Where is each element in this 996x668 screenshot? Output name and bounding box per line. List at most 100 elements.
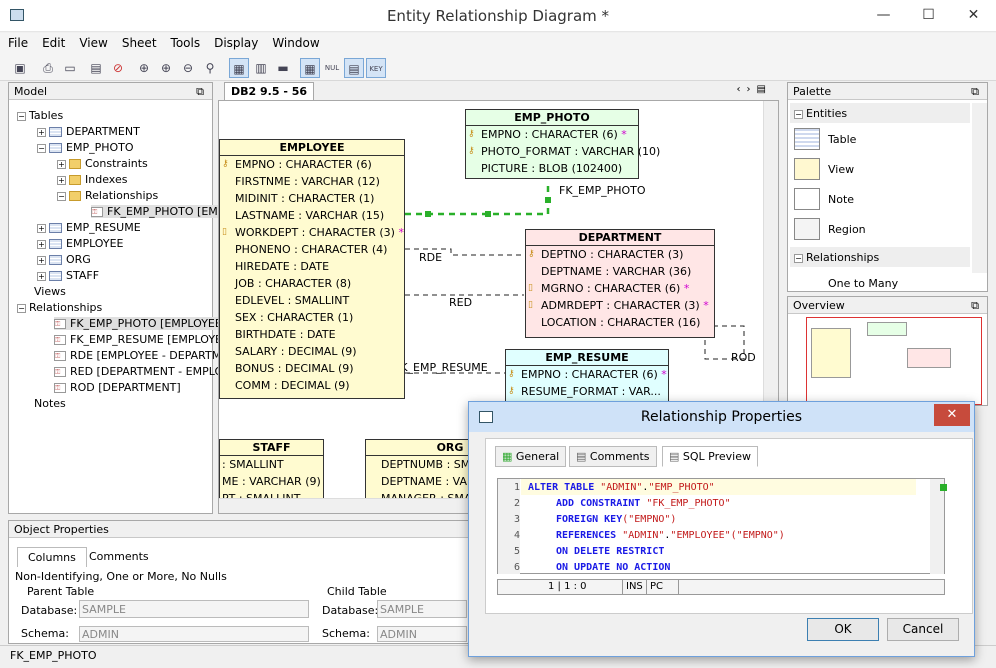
menu-display[interactable]: Display [214, 36, 259, 50]
tree-views[interactable]: Views [34, 285, 66, 298]
child-database-label: Database: [322, 604, 379, 617]
palette-title: Palette [793, 85, 832, 98]
palette-item-one-to-many[interactable]: One to Many [828, 277, 899, 290]
dialog-title-bar: Relationship Properties ✕ [469, 402, 974, 432]
parent-database-field[interactable]: SAMPLE [79, 600, 309, 618]
dialog-icon [479, 411, 493, 423]
properties-icon[interactable]: ▤ [90, 61, 102, 75]
palette-scrollbar[interactable] [972, 103, 987, 273]
object-properties-header: Object Properties [9, 521, 469, 538]
tree-rel-fk-emp-photo[interactable]: ⚿FK_EMP_PHOTO [EMPLOYEE [54, 317, 222, 330]
entity-emp-resume-name: EMP_RESUME [506, 350, 668, 366]
palette-item-region[interactable]: Region [828, 223, 866, 236]
tree-table-emp-photo[interactable]: −EMP_PHOTO [37, 141, 134, 154]
zoom-fit-icon[interactable]: ⊕ [138, 61, 150, 75]
entity-emp-photo-name: EMP_PHOTO [466, 110, 638, 126]
overview-viewport[interactable] [806, 317, 982, 405]
entity-column: HIREDATE : DATE [235, 260, 330, 273]
print-icon[interactable]: ⎙ [43, 61, 53, 75]
entity-department[interactable]: DEPARTMENT ⚷DEPTNO : CHARACTER (3) DEPTN… [525, 229, 715, 338]
tree-table-employee[interactable]: +EMPLOYEE [37, 237, 124, 250]
ok-button[interactable]: OK [807, 618, 879, 641]
child-schema-field[interactable]: ADMIN [377, 626, 467, 642]
diagram-canvas[interactable]: FK_EMP_PHOTO RDE RED FK_EMP_RESUME ROD E… [218, 100, 779, 514]
palette-entities-group[interactable]: −Entities [790, 103, 970, 123]
maximize-panel-icon[interactable]: ⧉ [971, 299, 979, 312]
cancel-button[interactable]: Cancel [887, 618, 959, 641]
view-icon [794, 158, 820, 180]
show-columns-icon[interactable]: ▦ [229, 58, 249, 78]
parent-schema-field[interactable]: ADMIN [79, 626, 309, 642]
show-header-icon[interactable]: ▬ [277, 61, 289, 75]
menu-sheet[interactable]: Sheet [121, 36, 157, 50]
menu-file[interactable]: File [8, 36, 29, 50]
tree-relationships-folder[interactable]: −Relationships [57, 189, 159, 202]
dialog-tab-sql-preview[interactable]: ▤ SQL Preview [662, 446, 758, 467]
show-nulls-icon[interactable]: NUL [324, 64, 340, 72]
entity-employee[interactable]: EMPLOYEE ⚷EMPNO : CHARACTER (6) FIRSTNME… [219, 139, 405, 399]
entity-emp-resume[interactable]: EMP_RESUME ⚷EMPNO : CHARACTER (6) * ⚷RES… [505, 349, 669, 409]
tree-table-emp-resume[interactable]: +EMP_RESUME [37, 221, 141, 234]
minimize-button[interactable]: — [876, 7, 891, 23]
tree-tables[interactable]: −Tables [17, 109, 64, 122]
maximize-button[interactable]: ☐ [922, 7, 935, 23]
palette-relationships-group[interactable]: −Relationships [790, 247, 970, 267]
palette-item-view[interactable]: View [828, 163, 855, 176]
tree-rel-red[interactable]: ⚿RED [DEPARTMENT - EMPLOY [54, 365, 230, 378]
zoom-in-icon[interactable]: ⊕ [160, 61, 172, 75]
tab-columns[interactable]: Columns [17, 547, 87, 567]
dialog-tab-comments[interactable]: ▤ Comments [569, 446, 657, 467]
entity-emp-photo[interactable]: EMP_PHOTO ⚷EMPNO : CHARACTER (6) * ⚷PHOT… [465, 109, 660, 179]
show-keys-icon[interactable]: ▥ [255, 61, 267, 75]
maximize-panel-icon[interactable]: ⧉ [196, 85, 204, 98]
palette-item-note[interactable]: Note [828, 193, 855, 206]
sql-scrollbar[interactable] [930, 479, 944, 574]
menu-edit[interactable]: Edit [42, 36, 66, 50]
rel-label-fk-emp-photo: FK_EMP_PHOTO [559, 184, 646, 197]
sql-line: ADD CONSTRAINT "FK_EMP_PHOTO" [556, 498, 731, 509]
show-keys-toggle-icon[interactable]: KEY [366, 58, 386, 78]
editor-tab[interactable]: DB2 9.5 - 56 [224, 82, 315, 100]
dialog-close-button[interactable]: ✕ [934, 404, 970, 426]
maximize-panel-icon[interactable]: ⧉ [971, 85, 979, 98]
menu-window[interactable]: Window [272, 36, 320, 50]
tree-rel-rod[interactable]: ⚿ROD [DEPARTMENT] [54, 381, 181, 394]
zoom-out-icon[interactable]: ⊖ [182, 61, 194, 75]
tree-table-department[interactable]: +DEPARTMENT [37, 125, 140, 138]
show-comments-icon[interactable]: ▤ [344, 58, 364, 78]
close-button[interactable]: ✕ [967, 7, 980, 23]
model-panel-header: Model⧉ [9, 83, 212, 100]
tree-table-org[interactable]: +ORG [37, 253, 91, 266]
tab-nav-icons[interactable]: ‹›▤ [736, 84, 772, 95]
show-types-icon[interactable]: ▦ [300, 58, 320, 78]
tree-rel-fk-emp-resume[interactable]: ⚿FK_EMP_RESUME [EMPLOYEE [54, 333, 229, 346]
tree-notes[interactable]: Notes [34, 397, 66, 410]
entity-column: BIRTHDATE : DATE [235, 328, 336, 341]
tree-rel-rde[interactable]: ⚿RDE [EMPLOYEE - DEPARTME [54, 349, 229, 362]
menu-view[interactable]: View [79, 36, 108, 50]
palette-item-table[interactable]: Table [828, 133, 857, 146]
menu-tools[interactable]: Tools [170, 36, 201, 50]
tree-indexes[interactable]: +Indexes [57, 173, 128, 186]
dialog-tab-general[interactable]: ▦ General [495, 446, 567, 467]
tree-relationships[interactable]: −Relationships [17, 301, 103, 314]
child-database-field[interactable]: SAMPLE [377, 600, 467, 618]
table-icon [794, 128, 820, 150]
comments-icon: ▤ [576, 450, 590, 463]
page-setup-icon[interactable]: ▭ [64, 61, 76, 75]
line-number: 2 [513, 498, 520, 509]
tree-constraints[interactable]: +Constraints [57, 157, 148, 170]
stop-icon[interactable]: ⊘ [112, 61, 124, 75]
save-icon[interactable]: ▣ [14, 61, 26, 75]
tree-table-staff[interactable]: +STAFF [37, 269, 100, 282]
entity-column: JOB : CHARACTER (8) [235, 277, 352, 290]
editor-tabbar: DB2 9.5 - 56 ‹›▤ [224, 82, 778, 100]
zoom-icon[interactable]: ⚲ [205, 61, 215, 75]
key-icon: ⚷ [508, 369, 515, 379]
tree-fk-emp-photo[interactable]: ⚿FK_EMP_PHOTO [EM [91, 205, 218, 218]
overview-panel: Overview⧉ [787, 296, 988, 406]
sql-editor[interactable]: 1 2 3 4 5 6 ALTER TABLE "ADMIN"."EMP_PHO… [497, 478, 945, 574]
tab-comments[interactable]: Comments [89, 550, 149, 563]
line-number: 4 [513, 530, 520, 541]
sql-line: ON DELETE RESTRICT [556, 546, 665, 557]
